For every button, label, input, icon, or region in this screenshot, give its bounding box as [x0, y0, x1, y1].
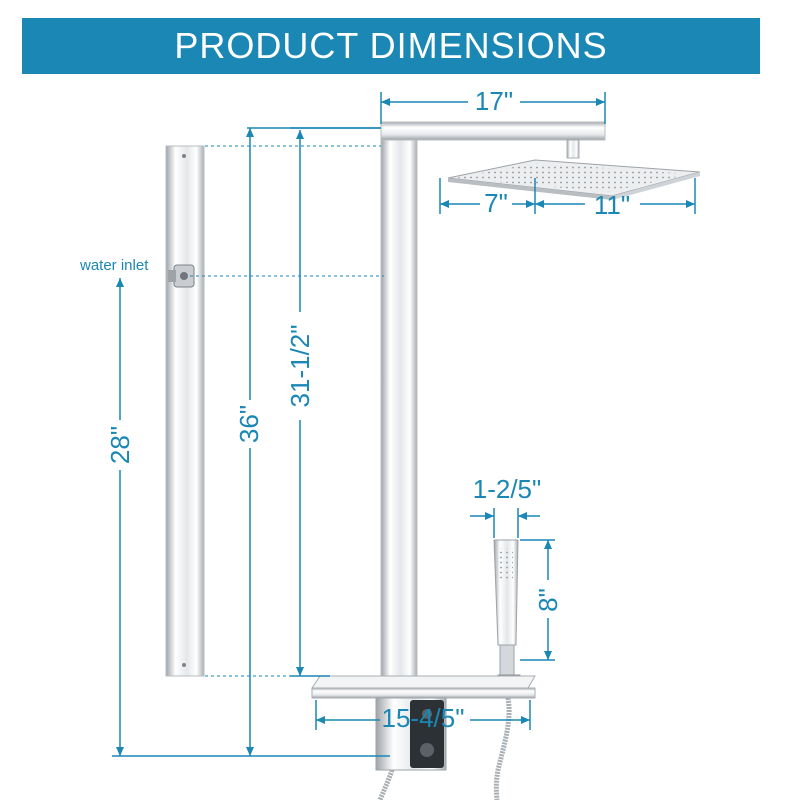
- main-column: [380, 137, 418, 689]
- total-height-label: 36": [234, 405, 264, 443]
- shelf: [311, 675, 536, 699]
- title-banner: PRODUCT DIMENSIONS: [22, 18, 760, 74]
- page-title: PRODUCT DIMENSIONS: [174, 25, 608, 66]
- arm-to-shelf-label: 31-1/2": [285, 325, 315, 408]
- shower-arm: [380, 121, 606, 159]
- head-width-label: 11": [594, 190, 630, 220]
- wall-mount-bar: [165, 145, 205, 677]
- handheld-hose: [493, 697, 512, 800]
- water-inlet-label: water inlet: [79, 257, 149, 274]
- handheld-shower: [493, 539, 519, 676]
- inlet-height-label: 28": [105, 426, 135, 464]
- guide-lines: [190, 145, 384, 677]
- water-inlet-fitting: [168, 264, 195, 288]
- handheld-length-label: 8": [533, 588, 563, 612]
- head-front-label: 7": [484, 188, 508, 218]
- dimension-lines: [116, 98, 695, 756]
- shelf-width-label: 15-4/5": [382, 703, 465, 733]
- handheld-width-label: 1-2/5": [473, 474, 542, 504]
- rain-shower-head: [447, 159, 701, 200]
- control-box: [375, 697, 447, 771]
- arm-length-label: 17": [475, 86, 513, 116]
- supply-hose: [377, 769, 395, 800]
